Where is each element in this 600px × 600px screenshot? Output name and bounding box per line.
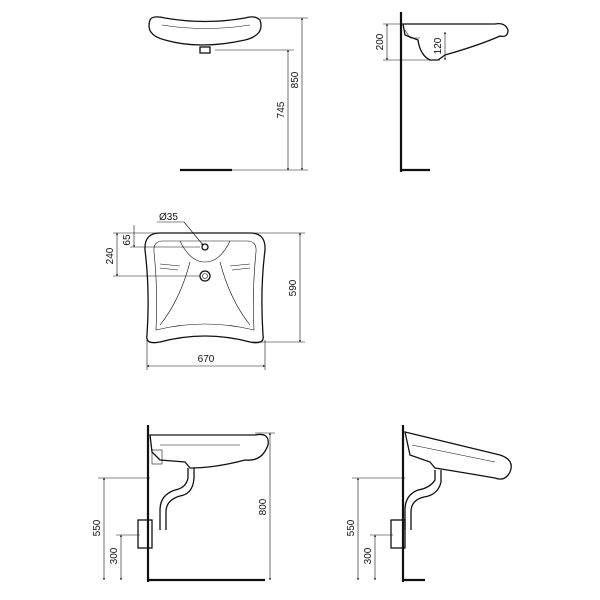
dim-label-120: 120 bbox=[433, 37, 444, 54]
dim-label-240: 240 bbox=[105, 247, 116, 264]
dim-label-670: 670 bbox=[198, 354, 215, 365]
dim-label-300-right: 300 bbox=[363, 547, 374, 564]
dim-label-745: 745 bbox=[276, 101, 287, 118]
dim-label-65: 65 bbox=[122, 234, 133, 246]
dim-label-diameter: Ø35 bbox=[159, 212, 178, 223]
basin-side bbox=[149, 433, 269, 469]
waste-inner bbox=[202, 273, 208, 279]
dim-label-590: 590 bbox=[288, 279, 299, 296]
waste-box bbox=[137, 519, 153, 549]
rim-line bbox=[411, 444, 496, 463]
bowl-slope bbox=[159, 261, 251, 326]
bowl-inner bbox=[153, 240, 257, 331]
soap-rests bbox=[159, 263, 251, 271]
waste-hole bbox=[199, 270, 211, 282]
dim-label-850: 850 bbox=[290, 71, 301, 88]
trap-pipe bbox=[404, 470, 436, 530]
side-elevation-view: 200 120 bbox=[375, 12, 509, 172]
basin-rim-line bbox=[161, 24, 251, 29]
basin-side-tilted bbox=[404, 431, 512, 480]
bracket bbox=[404, 29, 420, 39]
waste-box bbox=[390, 519, 406, 549]
leader bbox=[183, 221, 204, 246]
installation-view-right: 550 300 bbox=[346, 425, 512, 582]
basin-side bbox=[402, 22, 509, 61]
waste-outlet bbox=[199, 46, 211, 54]
tap-ledge bbox=[179, 240, 231, 263]
dim-label-200: 200 bbox=[375, 33, 386, 50]
dim-label-300-left: 300 bbox=[109, 547, 120, 564]
basin-front bbox=[148, 16, 262, 46]
trap-pipe-outer bbox=[410, 470, 442, 530]
installation-view-left: 800 550 300 bbox=[92, 425, 275, 582]
dim-label-800: 800 bbox=[258, 498, 269, 515]
dim-label-550-right: 550 bbox=[346, 519, 357, 536]
trap-pipe bbox=[159, 468, 189, 530]
bracket bbox=[151, 449, 163, 465]
trap-pipe-outer bbox=[165, 468, 195, 530]
dim-label-550-left: 550 bbox=[92, 519, 103, 536]
plan-view: Ø35 65 240 590 670 bbox=[105, 212, 305, 370]
basin-outline bbox=[144, 232, 266, 344]
front-elevation-view: 850 745 bbox=[148, 16, 308, 172]
tap-hole bbox=[201, 243, 209, 251]
